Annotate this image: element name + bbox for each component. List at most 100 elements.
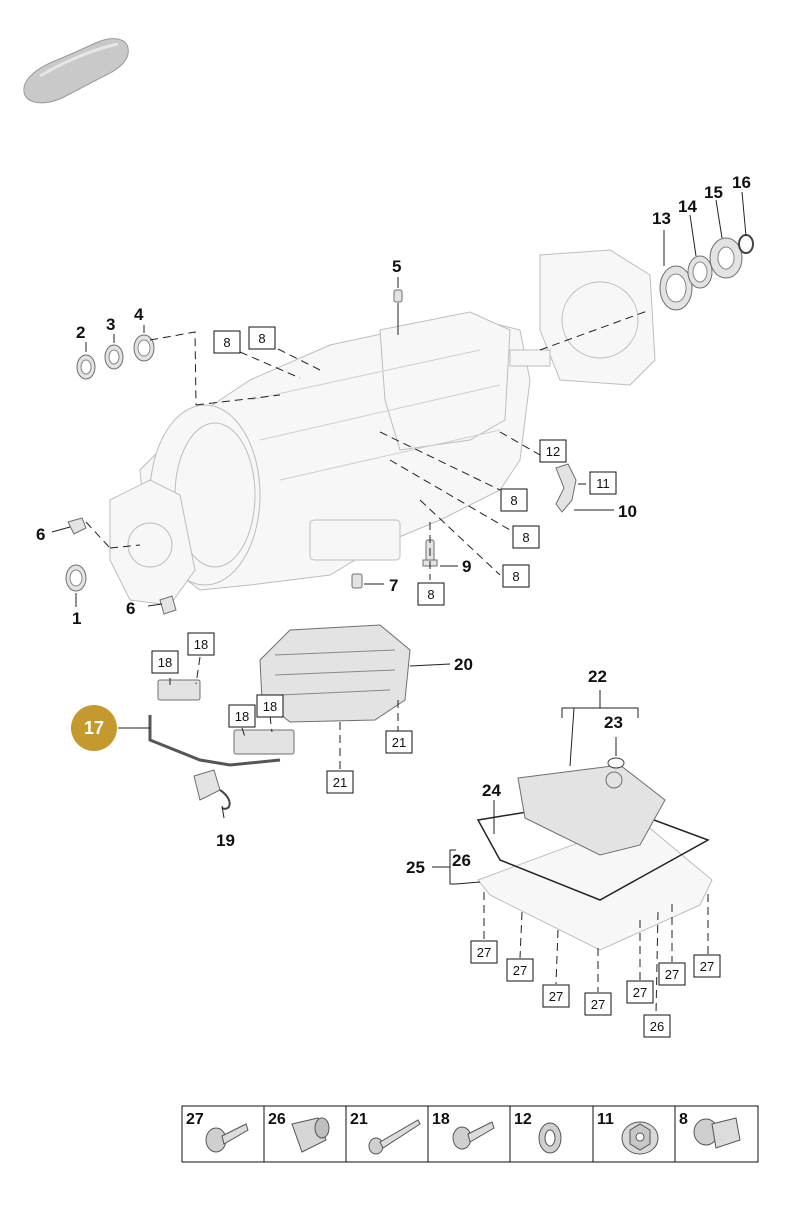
box-8-d: 8 [512,525,540,549]
highlight-callout-17[interactable]: 17 [71,705,117,751]
svg-text:18: 18 [263,699,277,714]
svg-text:21: 21 [392,735,406,750]
bearing-3 [104,344,124,370]
flange-nut-icon [621,1121,659,1155]
legend-cell-26: 26 [268,1111,330,1153]
svg-text:11: 11 [596,476,610,491]
callout-10: 10 [618,502,637,521]
short-screw-icon [452,1121,495,1150]
legend-cell-11: 11 [597,1111,659,1155]
dashed-leader-lines [85,309,709,1015]
box-26: 26 [643,1014,671,1038]
box-18-a: 18 [187,632,215,656]
bracket-10 [555,463,577,513]
svg-text:27: 27 [549,989,563,1004]
callout-1: 1 [72,609,81,628]
box-27-g: 27 [693,954,721,978]
callout-7: 7 [389,576,398,595]
box-27-d: 27 [584,992,612,1016]
svg-text:18: 18 [158,655,172,670]
svg-text:8: 8 [427,587,434,602]
box-11: 11 [589,471,617,495]
callout-24: 24 [482,781,501,800]
box-27-e: 27 [626,980,654,1004]
svg-text:18: 18 [432,1111,450,1128]
plug-7 [351,573,363,589]
seal-ring-1 [65,564,87,592]
svg-text:21: 21 [350,1111,368,1128]
button-head-screw-icon [205,1123,249,1153]
box-8-a: 8 [213,330,241,354]
callout-22: 22 [588,667,607,686]
box-21-a: 21 [385,730,413,754]
callout-16: 16 [732,173,751,192]
svg-text:8: 8 [522,530,529,545]
callout-20: 20 [454,655,473,674]
flange-bolt-icon [693,1117,741,1149]
box-27-a: 27 [470,940,498,964]
svg-text:27: 27 [513,963,527,978]
boxed-labels: 8 8 8 8 8 8 12 11 18 18 18 18 21 21 27 2… [151,326,721,1038]
svg-text:27: 27 [700,959,714,974]
callout-3: 3 [106,315,115,334]
box-18-c: 18 [228,704,256,728]
callout-9: 9 [462,557,471,576]
callout-5: 5 [392,257,401,276]
callout-25: 25 [406,858,425,877]
svg-text:26: 26 [268,1111,286,1128]
legend-cell-21: 21 [350,1111,421,1155]
legend-cell-8: 8 [679,1111,741,1149]
svg-text:8: 8 [679,1111,688,1128]
callout-19: 19 [216,831,235,850]
car-thumbnail-icon [23,38,129,104]
svg-text:8: 8 [512,569,519,584]
callout-26: 26 [452,851,471,870]
box-18-b: 18 [151,650,179,674]
fastener-legend: 27 26 21 18 [181,1105,759,1163]
wiring-harness [148,679,295,810]
seal-13 [659,265,693,311]
svg-text:8: 8 [258,331,265,346]
legend-cell-18: 18 [432,1111,495,1150]
svg-text:8: 8 [510,493,517,508]
callout-13: 13 [652,209,671,228]
callout-6a: 6 [36,525,45,544]
seal-4 [133,334,155,362]
svg-text:12: 12 [546,444,560,459]
svg-text:21: 21 [333,775,347,790]
svg-text:27: 27 [633,985,647,1000]
flange-15 [709,237,743,279]
box-8-f: 8 [417,582,445,606]
svg-text:18: 18 [235,709,249,724]
callout-labels: 1 2 3 4 5 6 6 7 9 10 13 14 15 16 19 20 2… [36,173,751,877]
box-27-b: 27 [506,958,534,982]
oil-pan-assembly [476,757,713,951]
box-8-c: 8 [500,488,528,512]
box-27-f: 27 [658,962,686,986]
svg-text:27: 27 [186,1111,204,1128]
transmission-housing [109,249,656,606]
legend-cell-27: 27 [186,1111,249,1153]
leader-lines [51,191,747,885]
box-8-b: 8 [248,326,276,350]
legend-cell-12: 12 [514,1111,562,1154]
svg-text:12: 12 [514,1111,532,1128]
long-bolt-icon [368,1119,421,1155]
callout-2: 2 [76,323,85,342]
svg-text:26: 26 [650,1019,664,1034]
callout-14: 14 [678,197,697,216]
sensor-6a [67,517,87,535]
svg-text:27: 27 [665,967,679,982]
seal-ring-2 [76,354,96,380]
callout-4: 4 [134,305,144,324]
highlight-label: 17 [84,718,104,738]
svg-text:18: 18 [194,637,208,652]
washer-icon [538,1122,562,1154]
collar-sleeve-icon [291,1117,330,1153]
box-8-e: 8 [502,564,530,588]
box-21-b: 21 [326,770,354,794]
svg-text:11: 11 [597,1111,614,1128]
callout-23: 23 [604,713,623,732]
plug-5 [393,289,403,303]
